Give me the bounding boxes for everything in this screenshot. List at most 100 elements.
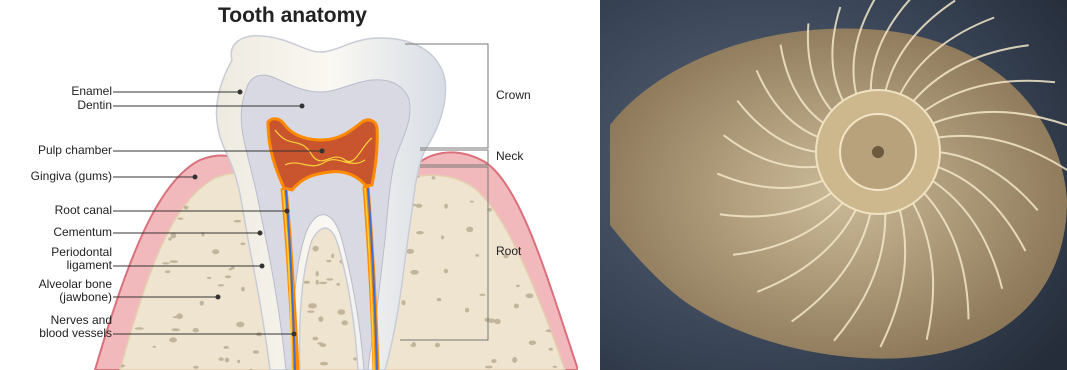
bone-pore — [319, 282, 327, 284]
bone-pore — [494, 319, 500, 325]
shell-center — [872, 146, 884, 158]
bone-pore — [542, 236, 548, 240]
bone-pore — [538, 232, 546, 237]
bone-pore — [479, 294, 485, 296]
label-neck: Neck — [496, 150, 523, 163]
bone-pore — [317, 342, 323, 344]
bone-pore — [338, 309, 346, 315]
bone-pore — [219, 357, 224, 361]
nautilus-shell-image — [600, 0, 1067, 370]
bone-pore — [229, 268, 232, 270]
bone-pore — [165, 270, 171, 273]
label-alveolar-line1: Alveolar bone — [39, 277, 112, 291]
bone-pore — [240, 243, 245, 246]
bone-pore — [303, 281, 310, 284]
label-alveolar-bone: Alveolar bone (jawbone) — [39, 278, 112, 304]
bone-pore — [168, 237, 172, 241]
bone-pore — [125, 234, 132, 236]
bone-pore — [237, 360, 240, 363]
bone-pore — [488, 319, 495, 323]
bone-pore — [441, 235, 444, 239]
bone-pore — [444, 269, 448, 274]
bone-pore — [549, 348, 553, 351]
bone-pore — [127, 203, 134, 208]
bone-pore — [218, 284, 225, 286]
bone-pore — [193, 366, 199, 369]
bone-pore — [117, 269, 123, 271]
bone-pore — [410, 270, 418, 275]
bone-pore — [401, 300, 405, 305]
bone-pore — [475, 254, 479, 257]
bone-pore — [176, 313, 183, 319]
label-crown: Crown — [496, 89, 531, 102]
bone-pore — [169, 337, 177, 342]
bone-pore — [212, 249, 219, 254]
bone-pore — [225, 358, 229, 363]
bone-pore — [236, 322, 244, 328]
bone-pore — [169, 260, 178, 263]
bone-pore — [320, 362, 328, 366]
bone-pore — [135, 327, 144, 329]
bone-pore — [331, 253, 334, 258]
bone-pore — [416, 204, 422, 208]
bone-pore — [162, 262, 170, 264]
bone-pore — [444, 204, 448, 209]
bone-pore — [178, 218, 184, 220]
bone-pore — [466, 227, 473, 233]
label-alveolar-line2: (jawbone) — [59, 290, 112, 304]
bone-pore — [549, 190, 557, 192]
label-cementum: Cementum — [53, 226, 112, 239]
bone-pore — [485, 366, 493, 369]
bone-pore — [172, 328, 180, 331]
bone-pore — [225, 275, 231, 278]
label-root-canal: Root canal — [55, 204, 112, 217]
bone-pore — [353, 357, 357, 360]
bone-pore — [316, 280, 319, 285]
label-root: Root — [496, 245, 521, 258]
label-pulp-chamber: Pulp chamber — [38, 144, 112, 157]
label-gingiva: Gingiva (gums) — [31, 170, 112, 183]
bone-pore — [470, 201, 474, 203]
bone-pore — [336, 283, 340, 286]
bone-pore — [308, 303, 317, 308]
bone-pore — [526, 293, 534, 298]
bone-pore — [553, 366, 558, 368]
bone-pore — [207, 277, 212, 279]
bone-pore — [171, 233, 177, 239]
bone-pore — [512, 357, 517, 363]
bone-pore — [514, 304, 519, 309]
bone-pore — [234, 220, 241, 223]
label-periodontal-line2: ligament — [67, 258, 112, 272]
bone-pore — [223, 346, 229, 349]
bone-pore — [150, 204, 154, 208]
tooth-anatomy-diagram: Tooth anatomy Enamel Dentin Pulp chamber… — [0, 0, 578, 370]
label-periodontal-ligament: Periodontal ligament — [51, 246, 112, 272]
bone-pore — [326, 278, 333, 280]
bone-pore — [241, 287, 245, 292]
bone-pore — [316, 271, 319, 277]
bone-pore — [124, 221, 128, 224]
bone-pore — [410, 344, 414, 347]
bone-pore — [435, 343, 440, 348]
bone-pore — [407, 249, 415, 254]
label-nerves-vessels: Nerves and blood vessels — [39, 314, 112, 340]
label-enamel: Enamel — [71, 85, 112, 98]
bone-pore — [184, 206, 189, 210]
bone-pore — [529, 341, 536, 346]
bone-pore — [313, 246, 319, 252]
bone-pore — [193, 328, 199, 332]
bone-pore — [416, 231, 424, 234]
bone-pore — [516, 285, 520, 288]
label-nerves-line1: Nerves and — [51, 313, 112, 327]
bone-pore — [432, 176, 436, 179]
bone-pore — [437, 298, 442, 301]
bone-pore — [491, 359, 496, 363]
bone-pore — [318, 316, 323, 322]
nautilus-shell-illustration — [600, 0, 1067, 370]
bone-pore — [326, 260, 331, 263]
bone-pore — [465, 308, 469, 313]
bone-pore — [253, 350, 260, 354]
bone-pore — [200, 301, 204, 306]
bone-pore — [554, 174, 558, 179]
bone-pore — [342, 320, 348, 325]
